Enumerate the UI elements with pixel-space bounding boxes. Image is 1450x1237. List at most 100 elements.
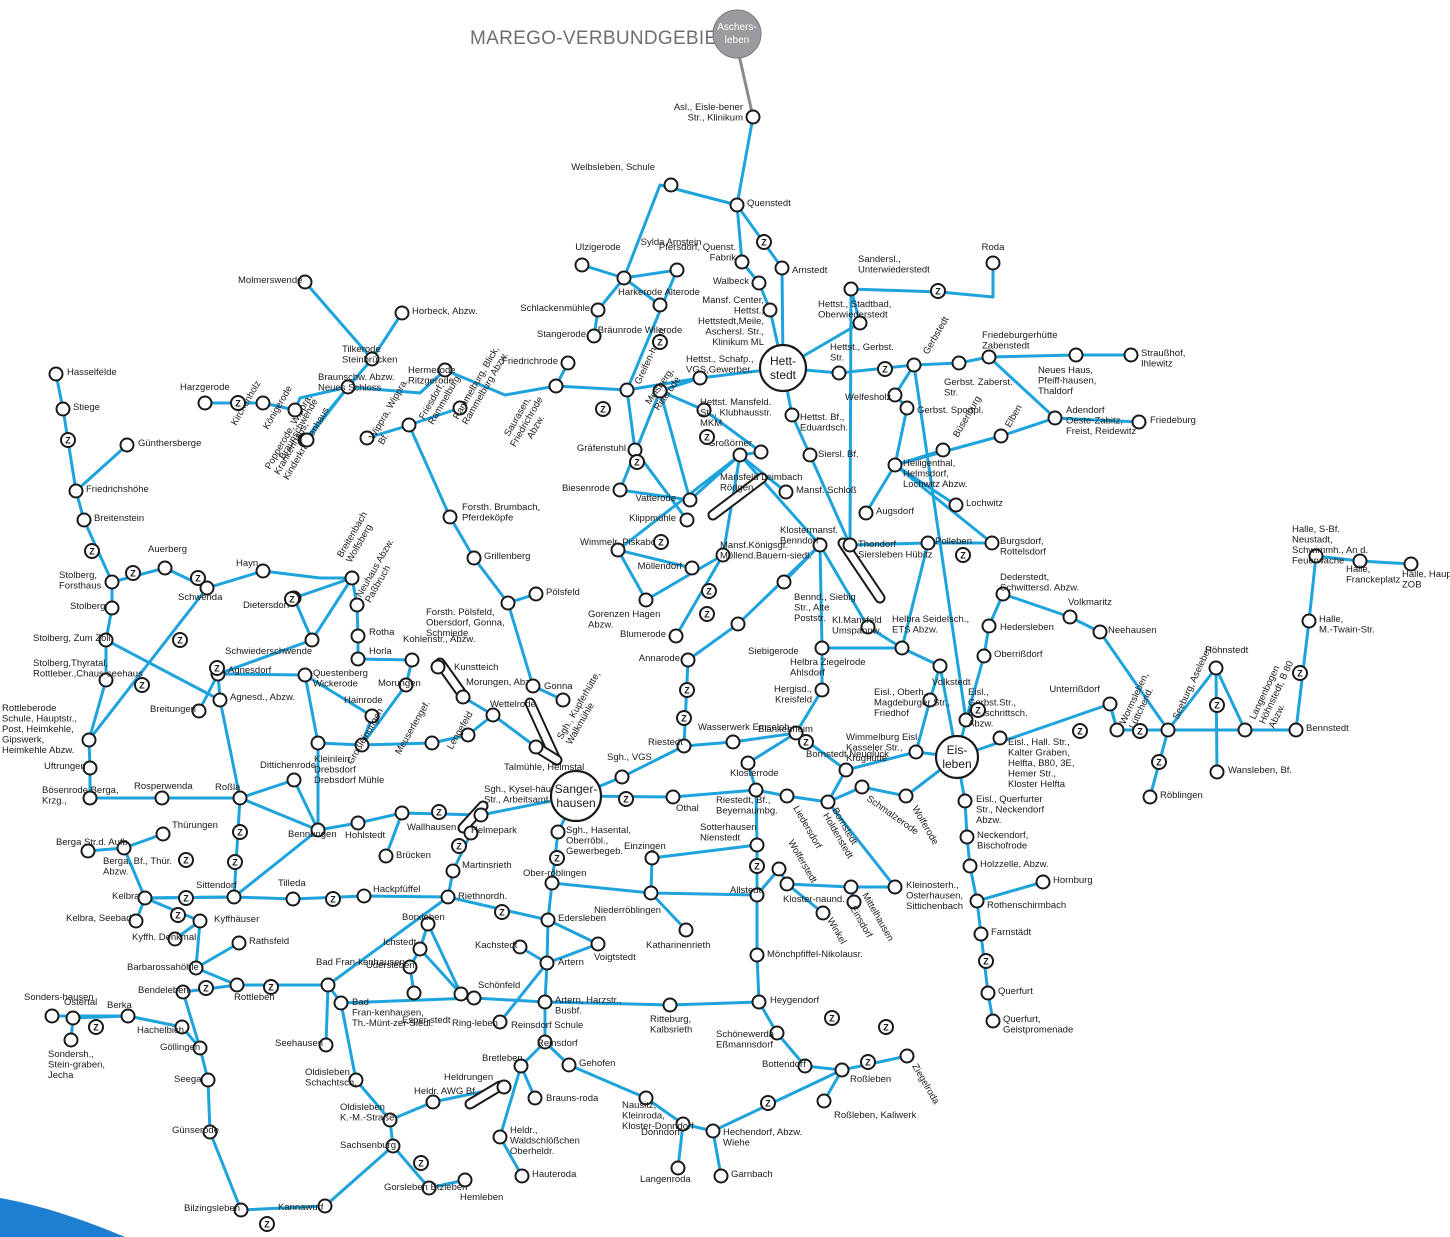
stop-marker-icon[interactable] <box>852 315 868 331</box>
stop-grillenberg[interactable]: Grillenberg <box>466 550 531 566</box>
stop-marker-icon[interactable] <box>842 537 858 553</box>
stop-pfersdorf[interactable]: Pfersdorf, Quenst.Fabrik <box>659 242 750 270</box>
stop-helmepark[interactable]: Helmepark <box>463 825 518 841</box>
stop-rossleben_kali[interactable]: Roßleben, Kaliwerk <box>816 1093 917 1122</box>
stop-holzzelle[interactable]: Holzzelle, Abzw. <box>962 858 1049 874</box>
stop-annarode[interactable]: Annarode <box>639 652 696 668</box>
stop-marker-icon[interactable] <box>425 1094 441 1110</box>
stop-ritteburg[interactable]: Ritteburg,Kalbsrieth <box>650 997 692 1036</box>
stop-marker-icon[interactable] <box>445 863 461 879</box>
stop-marker-icon[interactable] <box>424 735 440 751</box>
stop-marker-icon[interactable] <box>788 725 804 741</box>
stop-marker-icon[interactable] <box>981 618 997 634</box>
stop-marker-icon[interactable] <box>619 382 635 398</box>
stop-marker-icon[interactable] <box>402 959 418 975</box>
stop-marker-icon[interactable] <box>669 262 685 278</box>
stop-marker-icon[interactable] <box>1062 609 1078 625</box>
stop-marker-icon[interactable] <box>985 1013 1001 1029</box>
stop-marker-icon[interactable] <box>382 1112 398 1128</box>
stop-marker-icon[interactable] <box>732 447 748 463</box>
stop-marker-icon[interactable] <box>155 826 171 842</box>
stop-marker-icon[interactable] <box>356 888 372 904</box>
stop-marker-icon[interactable] <box>231 935 247 951</box>
stop-allstedt[interactable]: Allstedt <box>730 885 765 903</box>
stop-marker-icon[interactable] <box>663 177 679 193</box>
stop-einzingen[interactable]: Einzingen <box>624 841 666 866</box>
stop-wansleben[interactable]: Wansleben, Bf. <box>1209 764 1293 780</box>
stop-marker-icon[interactable] <box>540 912 556 928</box>
stop-marker-icon[interactable] <box>544 875 560 891</box>
stop-marker-icon[interactable] <box>233 1202 249 1218</box>
stop-hornburg[interactable]: Hornburg <box>1035 874 1093 890</box>
stop-marker-icon[interactable] <box>816 1093 832 1109</box>
stop-friedeburg[interactable]: Friedeburg <box>1131 414 1196 430</box>
stop-breitungen[interactable]: Breitungen <box>150 703 207 719</box>
stop-kunstteich[interactable]: Kunstteich <box>430 659 499 675</box>
stop-gonna[interactable]: Gonna <box>525 678 574 694</box>
stop-marker-icon[interactable] <box>962 858 978 874</box>
stop-riestedt[interactable]: Riestedt <box>648 737 692 754</box>
stop-ringleben[interactable]: Ring-leben <box>452 986 498 1030</box>
stop-marker-icon[interactable] <box>1068 347 1084 363</box>
stop-marker-icon[interactable] <box>81 732 97 748</box>
stop-marker-icon[interactable] <box>1237 722 1253 738</box>
stop-marker-icon[interactable] <box>197 395 213 411</box>
stop-marker-icon[interactable] <box>82 760 98 776</box>
stop-hohlstedt[interactable]: Hohlstedt <box>345 815 385 842</box>
stop-marker-icon[interactable] <box>684 560 700 576</box>
stop-graefenstuhl[interactable]: Gräfenstuhl <box>577 442 643 458</box>
stop-marker-icon[interactable] <box>406 985 422 1001</box>
stop-marker-icon[interactable] <box>749 887 765 903</box>
stop-marker-icon[interactable] <box>769 1025 785 1041</box>
stop-rossla[interactable]: Roßla <box>215 782 248 806</box>
stop-oberroeblingen[interactable]: Ober-röblingen <box>523 868 586 891</box>
stop-mansf_schloss[interactable]: Mansf. Schloß <box>778 484 857 500</box>
stop-heldr_awg[interactable]: Heldr. AWG Bf. <box>414 1086 478 1110</box>
stop-marker-icon[interactable] <box>713 1168 729 1184</box>
stop-hayn[interactable]: Hayn <box>236 558 271 579</box>
stop-marker-icon[interactable] <box>898 788 914 804</box>
stop-marker-icon[interactable] <box>192 913 208 929</box>
stop-marker-icon[interactable] <box>1131 414 1147 430</box>
stop-marker-icon[interactable] <box>157 560 173 576</box>
stop-arnstedt[interactable]: Arnstedt <box>774 260 828 277</box>
stop-marker-icon[interactable] <box>843 879 859 895</box>
stop-marker-icon[interactable] <box>354 737 370 753</box>
stop-marker-icon[interactable] <box>452 400 468 416</box>
stop-marker-icon[interactable] <box>976 648 992 664</box>
stop-niederroeblingen[interactable]: Niederröblingen <box>594 885 661 917</box>
hub-hettstedt[interactable]: Hett-stedt <box>758 343 808 393</box>
stop-schwiederschwende[interactable]: Schwiederschwende <box>225 632 320 658</box>
stop-marker-icon[interactable] <box>899 1048 915 1064</box>
stop-marker-icon[interactable] <box>984 535 1000 551</box>
stop-marker-icon[interactable] <box>951 355 967 371</box>
stop-marker-icon[interactable] <box>202 1124 218 1140</box>
stop-auerberg[interactable]: Auerberg <box>148 544 187 576</box>
stop-marker-icon[interactable] <box>398 677 414 693</box>
stop-kelbra_seebad[interactable]: Kelbra, Seebad <box>66 913 144 929</box>
stop-harzgerode[interactable]: Harzgerode <box>180 382 230 411</box>
stop-marker-icon[interactable] <box>906 357 922 373</box>
stop-marker-icon[interactable] <box>860 619 876 635</box>
stop-stolberg_zoll[interactable]: Stolberg, Zum Zoll <box>33 632 114 648</box>
stop-sgh_vgs[interactable]: Sgh., VGS <box>607 752 652 785</box>
stop-riestedt_bf[interactable]: Riestedt, Bf.,Beyernaumbg. <box>716 782 778 817</box>
stop-roda[interactable]: Roda <box>982 242 1005 271</box>
stop-marker-icon[interactable] <box>745 109 761 125</box>
stop-marker-icon[interactable] <box>1288 722 1304 738</box>
stop-marker-icon[interactable] <box>814 682 830 698</box>
stop-barbarossa[interactable]: Barbarossahöhle <box>127 960 204 976</box>
stop-marker-icon[interactable] <box>920 535 936 551</box>
stop-marker-icon[interactable] <box>317 1198 333 1214</box>
stop-kachstedt[interactable]: Kachstedt <box>475 939 528 955</box>
stop-marker-icon[interactable] <box>762 302 778 318</box>
stop-siebigerode[interactable]: Siebigerode <box>730 616 799 658</box>
stop-marker-icon[interactable] <box>935 442 951 458</box>
